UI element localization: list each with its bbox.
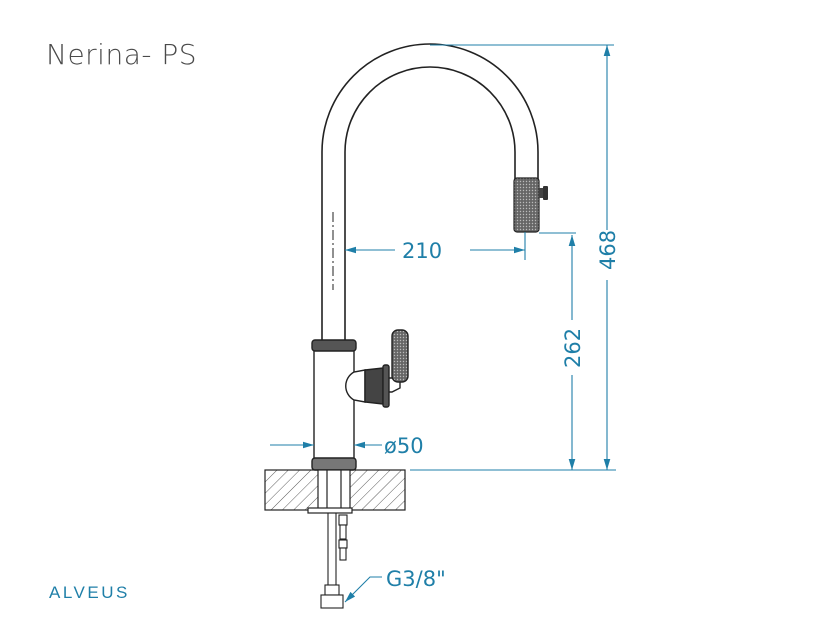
total-height-dimension: 468 (596, 230, 620, 270)
spray-head (513, 177, 548, 233)
faucet-body (311, 329, 409, 471)
spout (321, 43, 539, 340)
supply-hoses (320, 513, 348, 609)
brand-name: ALVEUS (49, 583, 130, 602)
reach-dimension: 210 (402, 239, 442, 263)
dimension-lines (270, 44, 616, 603)
spout-height-dimension: 262 (561, 328, 585, 368)
alveus-logo: ALVEUS (49, 583, 130, 603)
connection-thread-label: G3/8" (386, 567, 446, 591)
diameter-dimension: ø50 (384, 434, 424, 458)
countertop-section (264, 469, 406, 514)
product-title: Nerina- PS (46, 38, 198, 71)
